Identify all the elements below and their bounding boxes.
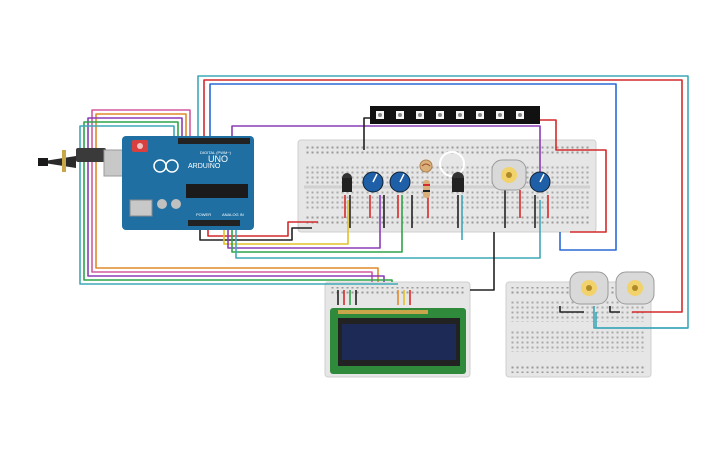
wire-green-a2 (231, 195, 403, 253)
wire-teal-left (79, 125, 398, 285)
wire-yellow-a0 (223, 200, 349, 245)
neopixel-led-center (378, 113, 382, 117)
dc-jack (76, 148, 106, 162)
atmega-chip (186, 184, 248, 198)
wire-red-5v (207, 221, 318, 237)
dc-motor-2[interactable] (569, 271, 609, 305)
neopixel-strip[interactable] (370, 106, 540, 124)
wire-purple-left (87, 117, 385, 282)
wire-purple-top (231, 125, 541, 180)
wires (79, 75, 689, 329)
wire-black-lcd (470, 232, 495, 291)
wire-black-gnd (199, 227, 312, 241)
motor-wire-2 (593, 306, 688, 329)
resistor[interactable] (423, 180, 430, 198)
pir-sensor-outline (439, 151, 465, 177)
potentiometer-2[interactable] (389, 171, 411, 193)
power-label: POWER (196, 212, 211, 217)
neopixel-led-center (518, 113, 522, 117)
model-label: UNO (208, 154, 228, 164)
wire-green-left (83, 121, 393, 282)
neopixel-led-center (438, 113, 442, 117)
wire-blue-top (209, 83, 617, 251)
wire-teal-a3 (235, 200, 541, 259)
wire-teal-top (197, 75, 689, 329)
potentiometer-3[interactable] (529, 171, 551, 193)
neopixel-led-center (418, 113, 422, 117)
usb-cable-plug (38, 156, 76, 168)
lcd-16x2[interactable] (330, 308, 466, 374)
wire-red-top (203, 79, 683, 313)
transistor[interactable] (452, 172, 464, 192)
neopixel-led-center (458, 113, 462, 117)
motor-wire-1 (559, 306, 584, 313)
brand-label: ARDUINO (188, 163, 221, 170)
neopixel-led-center (478, 113, 482, 117)
lcd-screen (342, 324, 456, 360)
wire-orange-left (95, 113, 379, 282)
motor-wire-3 (609, 306, 620, 313)
temperature-sensor[interactable] (342, 173, 352, 192)
wire-purple-a1 (227, 195, 381, 249)
analog-label: ANALOG IN (222, 212, 244, 217)
neopixel-led-center (398, 113, 402, 117)
power-jack (129, 199, 153, 217)
wire-red-strip (540, 119, 607, 233)
potentiometer-1[interactable] (362, 171, 384, 193)
arduino-uno[interactable]: ARDUINO UNO DIGITAL (PWM~) POWER ANALOG … (38, 136, 254, 230)
neopixel-led-center (498, 113, 502, 117)
dc-motor-1[interactable] (491, 159, 527, 191)
photoresistor[interactable] (419, 159, 433, 173)
digital-label: DIGITAL (PWM~) (200, 150, 232, 155)
wire-pink-left (91, 109, 373, 282)
dc-motor-3[interactable] (615, 271, 655, 305)
